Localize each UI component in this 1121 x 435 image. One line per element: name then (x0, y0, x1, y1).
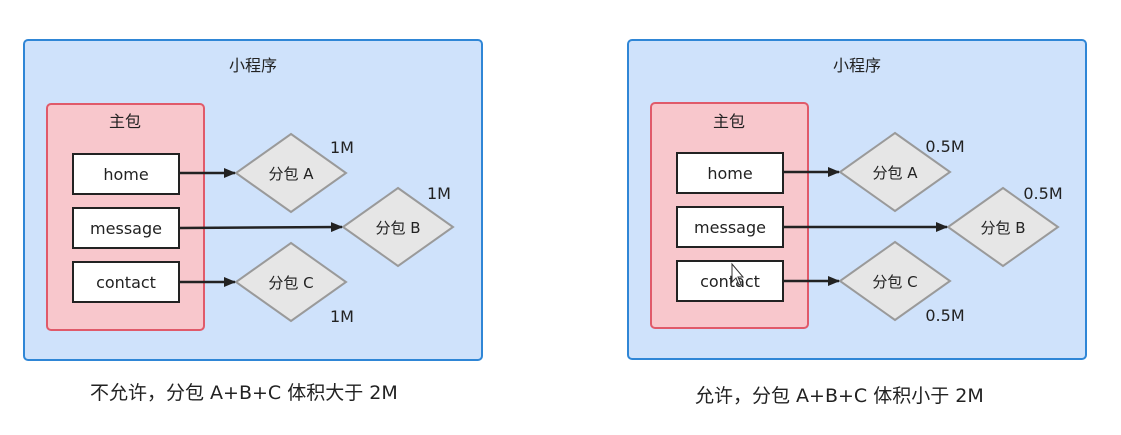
container-title: 小程序 (229, 56, 277, 75)
subpackage-c-size: 1M (330, 307, 354, 326)
panel-right: 小程序 主包 home message contact 分包 A 0.5M 分包… (627, 39, 1087, 360)
page-label-home: home (707, 164, 752, 183)
subpackage-c-diamond (838, 240, 952, 322)
subpackage-a-size: 0.5M (925, 137, 964, 156)
main-package-label: 主包 (713, 112, 745, 131)
page-label-contact: contact (96, 273, 156, 292)
page-label-message: message (694, 218, 766, 237)
page-box-home (72, 153, 180, 195)
caption-allowed: 允许，分包 A+B+C 体积小于 2M (695, 385, 984, 407)
page-label-home: home (103, 165, 148, 184)
arrow-message-to-b (178, 222, 343, 233)
subpackage-a-label: 分包 A (268, 165, 314, 183)
subpackage-b-size: 1M (427, 184, 451, 203)
subpackage-b-label: 分包 B (375, 219, 420, 237)
subpackage-a-size: 1M (330, 138, 354, 157)
subpackage-c-label: 分包 C (872, 273, 917, 291)
main-package-label: 主包 (109, 112, 141, 131)
subpackage-a-label: 分包 A (872, 164, 918, 182)
page-box-home (676, 152, 784, 194)
page-label-contact: contact (700, 272, 760, 291)
subpackage-a-diamond (234, 132, 348, 214)
subpackage-b-diamond (946, 186, 1060, 268)
caption-not-allowed: 不允许，分包 A+B+C 体积大于 2M (90, 382, 398, 404)
page-box-contact (676, 260, 784, 302)
page-label-message: message (90, 219, 162, 238)
panel-left: 小程序 主包 home message contact 分包 A 1M 分包 B… (23, 39, 483, 361)
subpackage-c-label: 分包 C (268, 274, 313, 292)
subpackage-b-diamond (341, 186, 455, 268)
subpackage-b-size: 0.5M (1023, 184, 1062, 203)
mouse-cursor-icon (731, 262, 745, 286)
subpackage-b-label: 分包 B (980, 219, 1025, 237)
subpackage-a-diamond (838, 131, 952, 213)
subpackage-c-diamond (234, 241, 348, 323)
container-title: 小程序 (833, 56, 881, 75)
subpackage-c-size: 0.5M (925, 306, 964, 325)
